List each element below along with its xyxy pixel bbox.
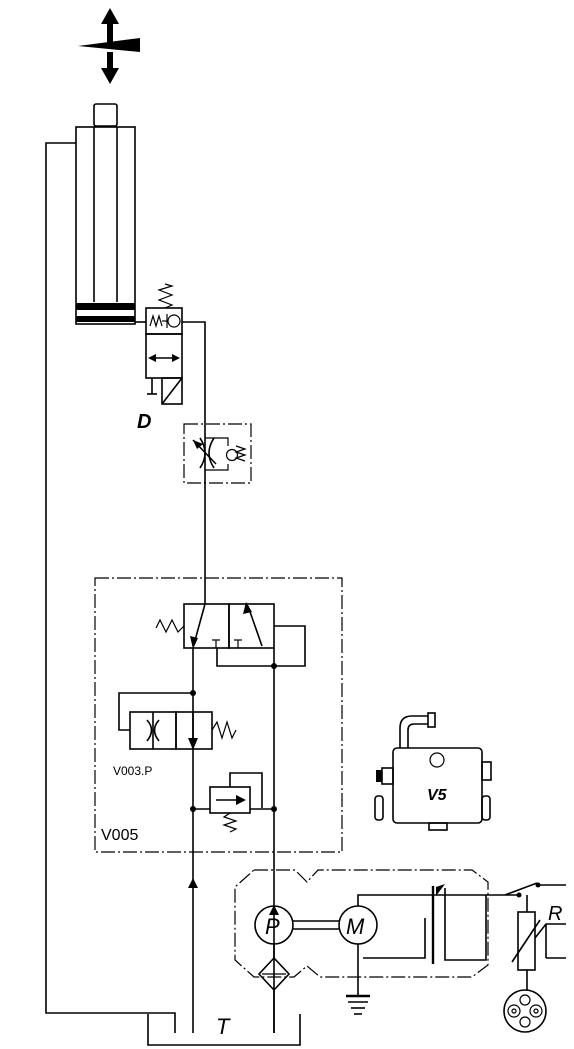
load-direction-symbol: [78, 8, 140, 84]
component-v5-label: V5: [427, 787, 448, 804]
return-line: [45, 142, 176, 1033]
valve-d: [145, 283, 183, 405]
throttle-check-valve: [183, 423, 252, 484]
component-v5: V5: [374, 712, 492, 831]
hydraulic-cylinder: [75, 103, 136, 325]
pressure-line: [182, 321, 206, 424]
filter: [257, 944, 291, 1033]
directional-valve: [155, 602, 275, 649]
up-down-arrow-icon: [101, 8, 119, 84]
pressure-switch: [357, 882, 566, 964]
ground-icon: [346, 944, 370, 1015]
flow-valve-v003p: [118, 692, 237, 750]
flow-valve-label: V003.P: [113, 764, 152, 778]
cylinder-piston: [76, 303, 135, 310]
pressure-relief-valve: [190, 772, 277, 833]
power-unit-outline: [234, 869, 489, 978]
round-connector-icon: [503, 989, 547, 1033]
svg-text:M: M: [346, 914, 365, 939]
motor: M: [338, 905, 378, 945]
valve-block-v005: [94, 577, 343, 853]
load-wedge: [78, 38, 140, 52]
relay: R: [511, 895, 566, 990]
valve-d-label: D: [137, 411, 151, 433]
tank: T: [147, 1014, 301, 1046]
svg-text:P: P: [265, 914, 280, 939]
tank-label: T: [216, 1014, 231, 1039]
valve-block-label: V005: [101, 827, 138, 844]
relay-label: R: [548, 903, 562, 925]
pump: P: [254, 905, 294, 945]
